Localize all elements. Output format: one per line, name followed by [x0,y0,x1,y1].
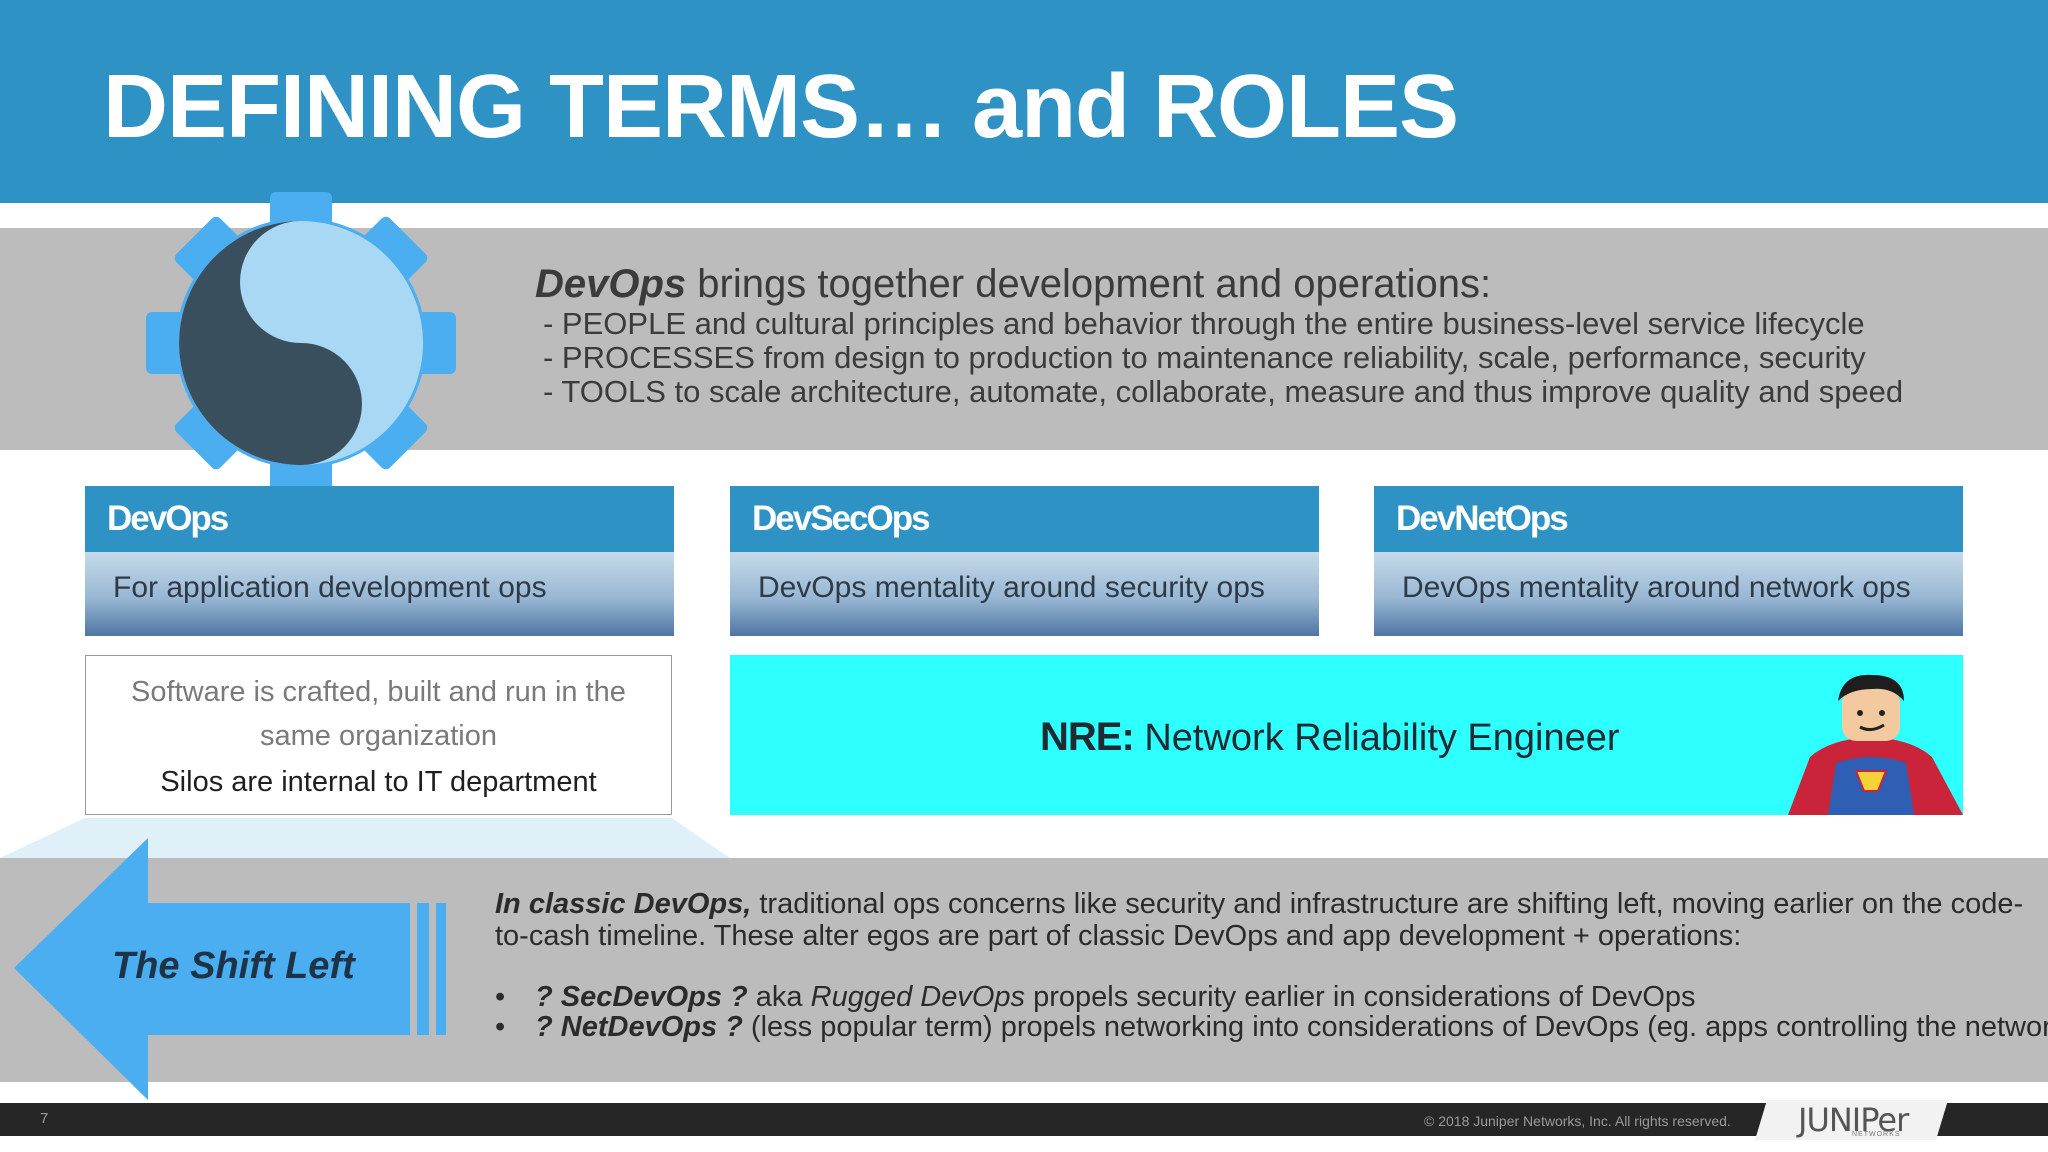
nre-label: NRE: Network Reliability Engineer [1040,715,1620,760]
shift-left-lead: In classic DevOps, [495,888,752,920]
card-title: DevNetOps [1374,486,1963,552]
yin-yang-gear-icon [146,192,456,494]
footer-bar: 7 © 2018 Juniper Networks, Inc. All righ… [0,1103,2048,1136]
shift-left-label: The Shift Left [112,945,355,987]
shift-left-paragraph: In classic DevOps, traditional ops conce… [495,888,2035,952]
bullet-secdevops: • ? SecDevOps ? aka Rugged DevOps propels… [495,982,2035,1012]
bullet-alt-term: Rugged DevOps [810,981,1026,1013]
card-text: For application development ops [85,552,674,636]
definition-line-processes: - PROCESSES from design to production to… [543,340,1866,375]
bullet-aka: aka [747,981,811,1013]
shift-left-bullets: • ? SecDevOps ? aka Rugged DevOps propels… [495,982,2048,1043]
devops-definition: DevOps brings together development and o… [535,262,2015,409]
shift-left-text: In classic DevOps, traditional ops conce… [495,888,2048,1043]
bullet-text: (less popular term) propels networking i… [742,1011,2048,1043]
card-title: DevSecOps [730,486,1319,552]
superhero-lego-figure [1788,674,1963,815]
shift-left-paragraph-text: traditional ops concerns like security a… [495,888,2024,952]
bullet-term: ? SecDevOps ? [535,981,748,1013]
card-devops: DevOps For application development ops [85,486,674,636]
info-line-software: Software is crafted, built and run in th… [131,676,626,752]
juniper-logo-sub: NETWORKS [1852,1131,1901,1138]
nre-box: NRE: Network Reliability Engineer [730,655,1963,815]
info-line-silos: Silos are internal to IT department [160,766,597,798]
bullet-dot: • [495,981,506,1013]
card-text: DevOps mentality around security ops [730,552,1319,636]
devops-info-box: Software is crafted, built and run in th… [85,655,672,815]
definition-term: DevOps [535,262,687,306]
header-bar [0,0,2048,203]
nre-full: Network Reliability Engineer [1133,717,1620,759]
definition-heading-rest: brings together development and operatio… [686,262,1492,306]
juniper-logo: JUNIPer [1798,1101,1909,1139]
soft-background-shape [0,818,730,858]
shift-left-arrow-icon [14,838,446,1100]
definition-line-people: - PEOPLE and cultural principles and beh… [543,306,1865,341]
card-title: DevOps [85,486,674,552]
definition-line-tools: - TOOLS to scale architecture, automate,… [543,374,1904,409]
slide-title: DEFINING TERMS… and ROLES [103,57,1459,157]
copyright-text: © 2018 Juniper Networks, Inc. All rights… [1424,1113,1731,1129]
page-number: 7 [40,1110,49,1127]
bullet-netdevops: • ? NetDevOps ? (less popular term) prope… [495,1011,2048,1043]
nre-abbr: NRE: [1040,715,1135,759]
bullet-term: ? NetDevOps ? [535,1011,743,1043]
bullet-dot: • [495,1011,506,1043]
card-text: DevOps mentality around network ops [1374,552,1963,636]
card-devnetops: DevNetOps DevOps mentality around networ… [1374,486,1963,636]
definition-heading: DevOps brings together development and o… [535,262,2015,307]
logo-plate [1755,1100,1948,1140]
card-devsecops: DevSecOps DevOps mentality around securi… [730,486,1319,636]
bullet-text: propels security earlier in consideratio… [1025,981,1696,1013]
